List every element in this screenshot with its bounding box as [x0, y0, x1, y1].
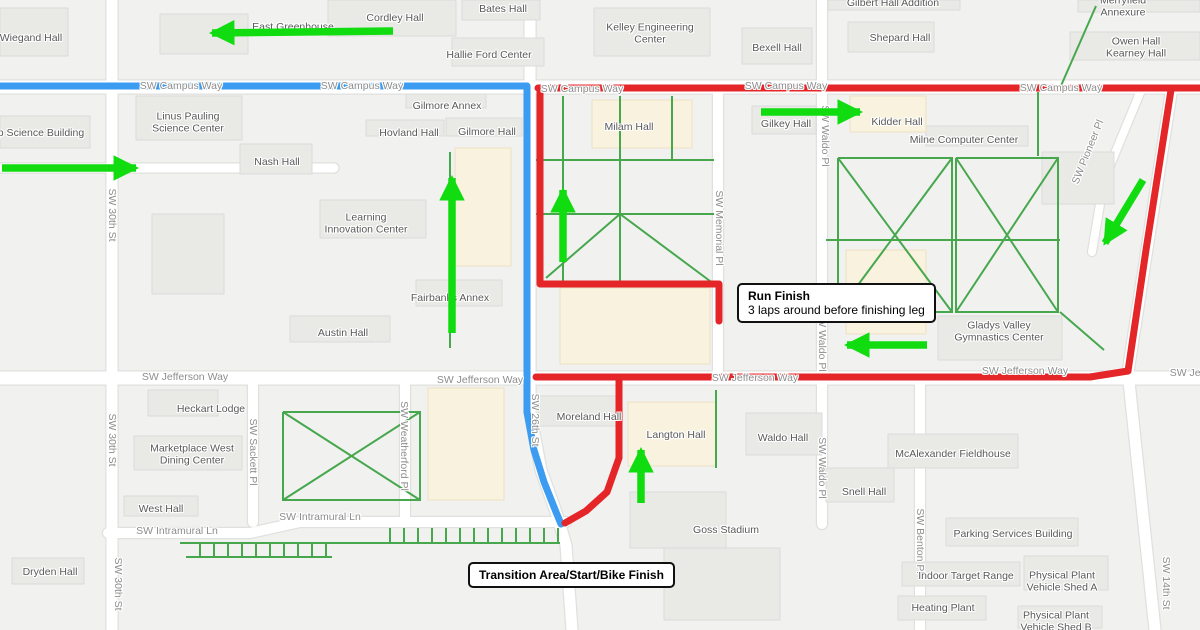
run-route-segment: [532, 367, 1132, 381]
run-route-segment: [1124, 86, 1175, 375]
routes-layer: [0, 82, 1200, 528]
run-route-segment: [561, 374, 623, 527]
transition-area-title: Transition Area/Start/Bike Finish: [479, 568, 664, 582]
bike-route: [0, 82, 565, 528]
run-finish-subtitle: 3 laps around before finishing leg: [748, 303, 925, 317]
run-finish-title: Run Finish: [748, 289, 810, 303]
transition-area-callout: Transition Area/Start/Bike Finish: [468, 562, 675, 588]
run-finish-callout: Run Finish 3 laps around before finishin…: [737, 283, 936, 323]
run-route-segment: [536, 86, 723, 325]
